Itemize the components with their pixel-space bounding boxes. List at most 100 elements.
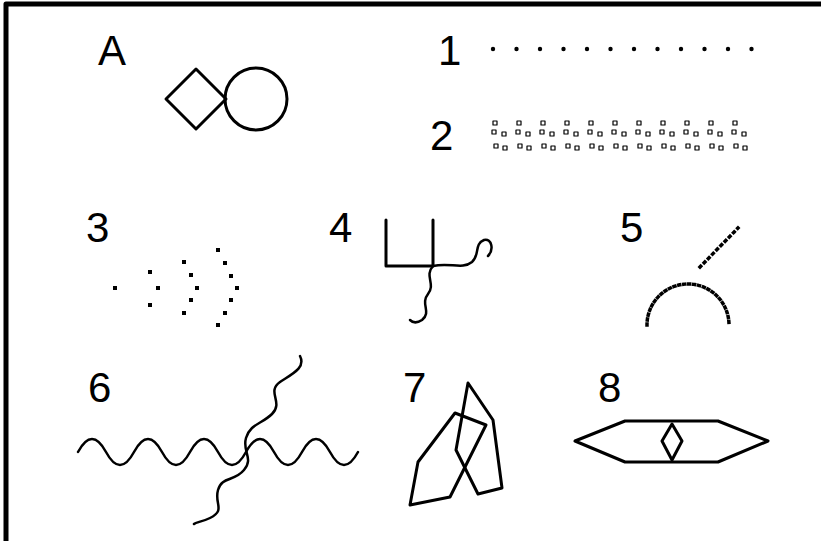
hexagon-shape bbox=[456, 383, 502, 494]
square-dot bbox=[590, 144, 594, 148]
square-dot bbox=[636, 130, 640, 134]
square-dot bbox=[518, 144, 522, 148]
square-dot bbox=[527, 146, 531, 150]
square-dot bbox=[622, 132, 626, 136]
square-dot bbox=[742, 132, 746, 136]
square-dot bbox=[719, 146, 723, 150]
figure-number: 6 bbox=[88, 367, 111, 409]
figure-number: 2 bbox=[430, 115, 453, 157]
dot-row bbox=[491, 47, 754, 51]
wavy-line bbox=[410, 266, 433, 322]
square-dot bbox=[598, 132, 602, 136]
square-dot bbox=[670, 132, 674, 136]
wavy-line bbox=[194, 356, 301, 524]
square-dot bbox=[494, 144, 498, 148]
dot bbox=[608, 47, 612, 51]
square-dot bbox=[695, 146, 699, 150]
square-dot bbox=[588, 130, 592, 134]
dot bbox=[148, 303, 152, 307]
dot bbox=[229, 298, 233, 302]
diamond-shape bbox=[166, 69, 226, 129]
square-dot bbox=[647, 146, 651, 150]
dot bbox=[538, 47, 542, 51]
dot bbox=[726, 47, 730, 51]
dot bbox=[216, 248, 220, 252]
dot bbox=[113, 286, 117, 290]
dot bbox=[491, 47, 495, 51]
square-dot bbox=[526, 132, 530, 136]
square-dot bbox=[564, 130, 568, 134]
square-dot bbox=[517, 121, 521, 125]
dot bbox=[182, 260, 186, 264]
dot bbox=[561, 47, 565, 51]
square-dot bbox=[638, 144, 642, 148]
hexagon-shape bbox=[410, 413, 486, 505]
square-dot bbox=[550, 132, 554, 136]
dot bbox=[189, 298, 193, 302]
open-box bbox=[386, 220, 433, 266]
square-dot bbox=[710, 144, 714, 148]
square-dot bbox=[686, 144, 690, 148]
square-dot bbox=[718, 132, 722, 136]
square-dot bbox=[660, 130, 664, 134]
figure-number: 1 bbox=[438, 30, 461, 72]
square-dot bbox=[685, 121, 689, 125]
dotted-line bbox=[700, 228, 738, 267]
square-dot bbox=[709, 121, 713, 125]
square-dot bbox=[574, 132, 578, 136]
figure-number: 5 bbox=[620, 207, 643, 249]
dot bbox=[156, 286, 160, 290]
square-dot bbox=[733, 121, 737, 125]
diamond-shape bbox=[662, 424, 682, 460]
dot bbox=[229, 274, 233, 278]
wavy-line bbox=[433, 240, 491, 266]
figure-number: 8 bbox=[598, 367, 621, 409]
square-dot bbox=[542, 144, 546, 148]
square-dot bbox=[662, 144, 666, 148]
square-dot bbox=[708, 130, 712, 134]
square-dot bbox=[614, 144, 618, 148]
dot bbox=[182, 311, 186, 315]
dot bbox=[195, 286, 199, 290]
dot bbox=[749, 47, 753, 51]
square-dot bbox=[671, 146, 675, 150]
dot bbox=[585, 47, 589, 51]
dot bbox=[514, 47, 518, 51]
dot bbox=[216, 323, 220, 327]
dot-chevrons bbox=[113, 248, 239, 327]
square-dot bbox=[613, 121, 617, 125]
square-dot bbox=[540, 130, 544, 134]
square-dot bbox=[623, 146, 627, 150]
dot bbox=[235, 286, 239, 290]
square-dot bbox=[743, 146, 747, 150]
square-dot bbox=[575, 146, 579, 150]
square-dot bbox=[493, 121, 497, 125]
square-dot bbox=[502, 132, 506, 136]
dot bbox=[702, 47, 706, 51]
wave-line bbox=[78, 439, 358, 465]
square-dot bbox=[646, 132, 650, 136]
figure-number: 3 bbox=[86, 207, 109, 249]
square-dot-rows bbox=[492, 121, 747, 150]
circle-shape bbox=[225, 68, 287, 130]
dot bbox=[655, 47, 659, 51]
square-dot bbox=[661, 121, 665, 125]
dotted-arc bbox=[647, 284, 729, 325]
dot bbox=[148, 270, 152, 274]
square-dot bbox=[612, 130, 616, 134]
hexagon-shape bbox=[575, 421, 768, 462]
dot bbox=[189, 273, 193, 277]
square-dot bbox=[599, 146, 603, 150]
square-dot bbox=[566, 144, 570, 148]
square-dot bbox=[734, 144, 738, 148]
square-dot bbox=[684, 130, 688, 134]
square-dot bbox=[694, 132, 698, 136]
square-dot bbox=[589, 121, 593, 125]
dot bbox=[223, 261, 227, 265]
figure-number: 4 bbox=[329, 207, 352, 249]
square-dot bbox=[551, 146, 555, 150]
square-dot bbox=[503, 146, 507, 150]
square-dot bbox=[732, 130, 736, 134]
